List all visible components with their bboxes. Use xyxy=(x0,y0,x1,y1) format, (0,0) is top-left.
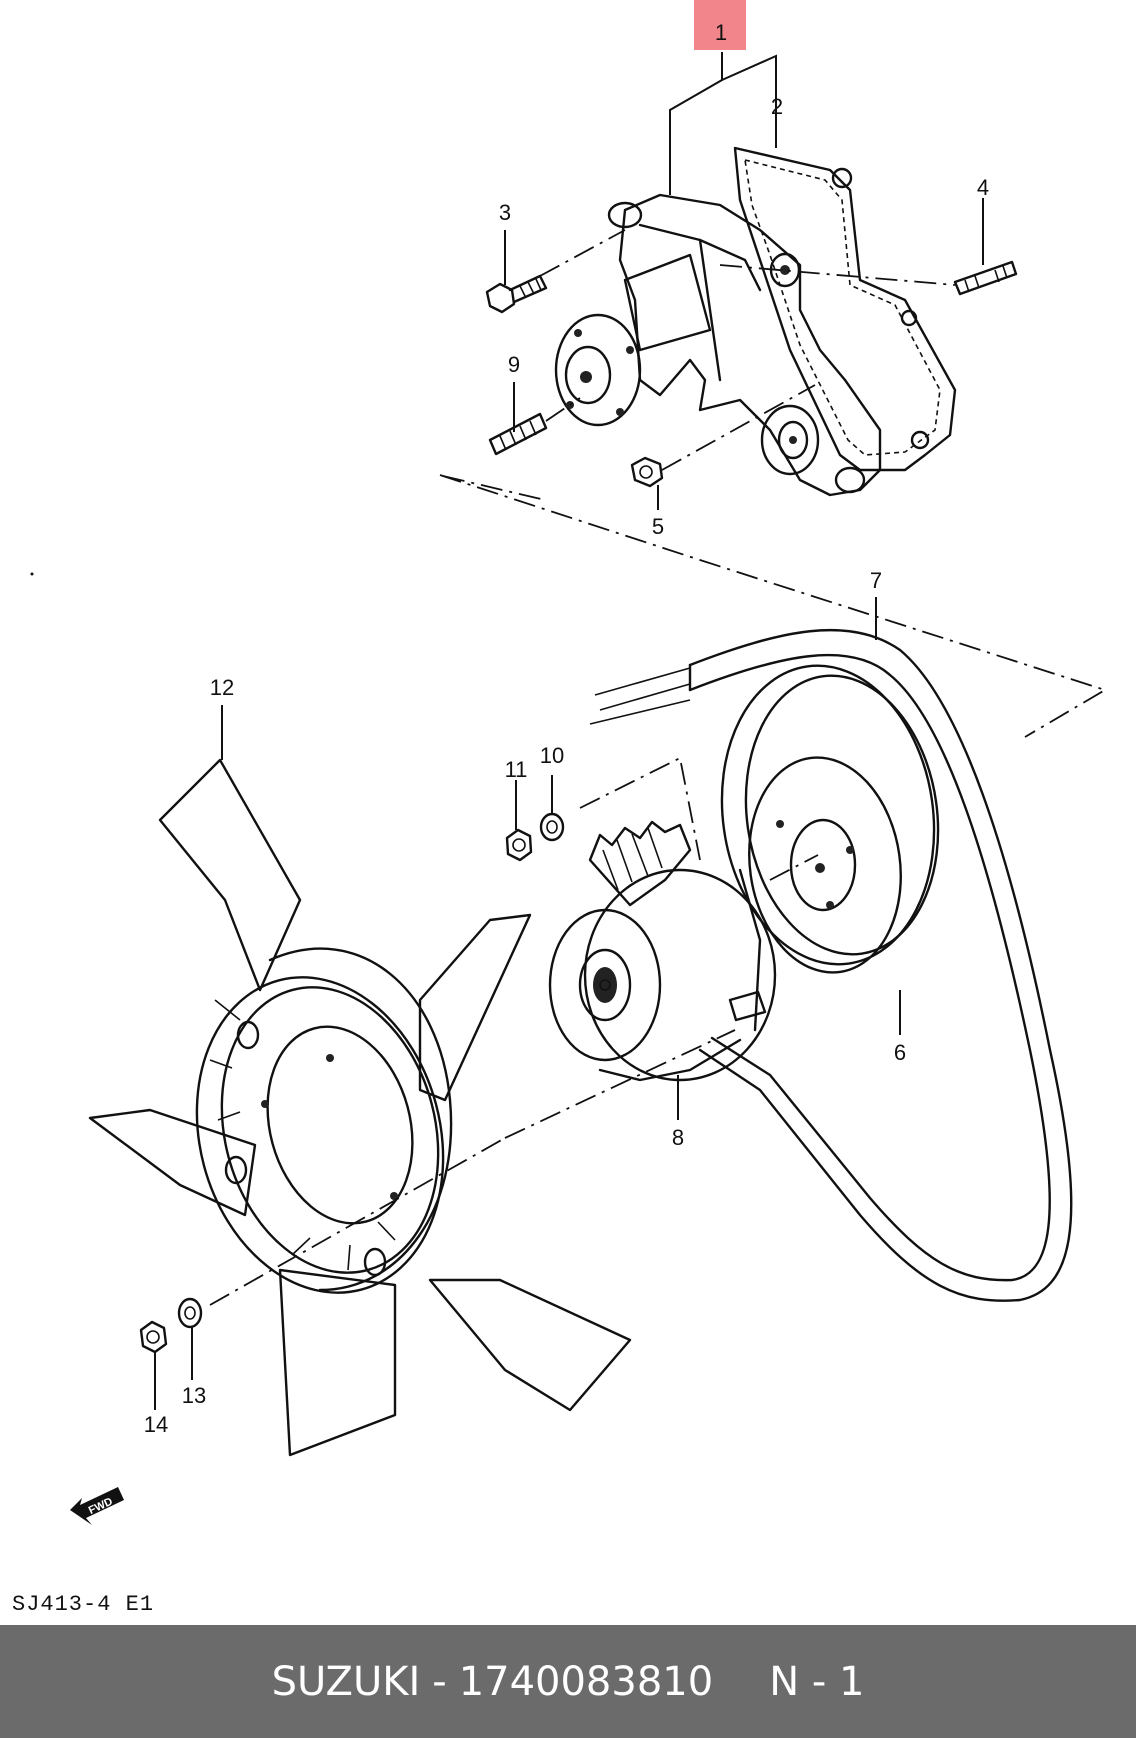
callout-14[interactable]: 14 xyxy=(144,1412,168,1437)
forward-arrow-icon: FWD xyxy=(70,1487,124,1525)
leader-lines xyxy=(154,52,984,1410)
exploded-parts-diagram: 1 2 3 4 5 6 7 8 9 10 11 12 13 14 FWD xyxy=(30,0,1108,1525)
drawing-code: SJ413-4 E1 xyxy=(12,1592,155,1617)
footer-bar: SUZUKI - 1740083810 N - 1 xyxy=(0,1625,1136,1738)
fwd-label: FWD xyxy=(87,1496,115,1517)
callout-11[interactable]: 11 xyxy=(505,757,528,782)
washer-10 xyxy=(539,812,565,842)
callout-1[interactable]: 1 xyxy=(715,20,727,45)
callout-12[interactable]: 12 xyxy=(210,675,234,700)
water-pump-body xyxy=(554,193,882,497)
cooling-fan-12 xyxy=(88,758,632,1457)
footer-part-number: 1740083810 xyxy=(458,1658,714,1705)
callout-7[interactable]: 7 xyxy=(870,568,882,593)
bolt-3 xyxy=(485,274,548,314)
nut-11 xyxy=(505,828,533,862)
stud-4 xyxy=(953,260,1018,296)
fan-clutch-8 xyxy=(548,820,777,1082)
callout-3[interactable]: 3 xyxy=(499,200,511,225)
callout-8[interactable]: 8 xyxy=(672,1125,684,1150)
callouts: 1 2 3 4 5 6 7 8 9 10 11 12 13 14 xyxy=(144,20,989,1437)
callout-4[interactable]: 4 xyxy=(977,175,989,200)
washer-13 xyxy=(177,1297,203,1329)
callout-6[interactable]: 6 xyxy=(894,1040,906,1065)
assembly-lines xyxy=(209,229,1108,1306)
v-belt-7 xyxy=(589,628,1073,1302)
nut-14 xyxy=(139,1320,168,1354)
pulley-6 xyxy=(720,664,940,974)
callout-5[interactable]: 5 xyxy=(652,514,664,539)
stray-dot xyxy=(30,572,34,576)
footer-brand: SUZUKI xyxy=(271,1658,421,1705)
nut-5 xyxy=(630,456,664,488)
callout-highlight xyxy=(694,0,746,50)
callout-2[interactable]: 2 xyxy=(771,94,783,119)
callout-9[interactable]: 9 xyxy=(508,352,520,377)
water-pump-gasket xyxy=(733,146,957,472)
callout-13[interactable]: 13 xyxy=(182,1383,206,1408)
callout-10[interactable]: 10 xyxy=(540,743,564,768)
footer-position: N - 1 xyxy=(769,1658,865,1705)
stud-9 xyxy=(488,412,548,456)
footer-separator: - xyxy=(432,1658,447,1705)
